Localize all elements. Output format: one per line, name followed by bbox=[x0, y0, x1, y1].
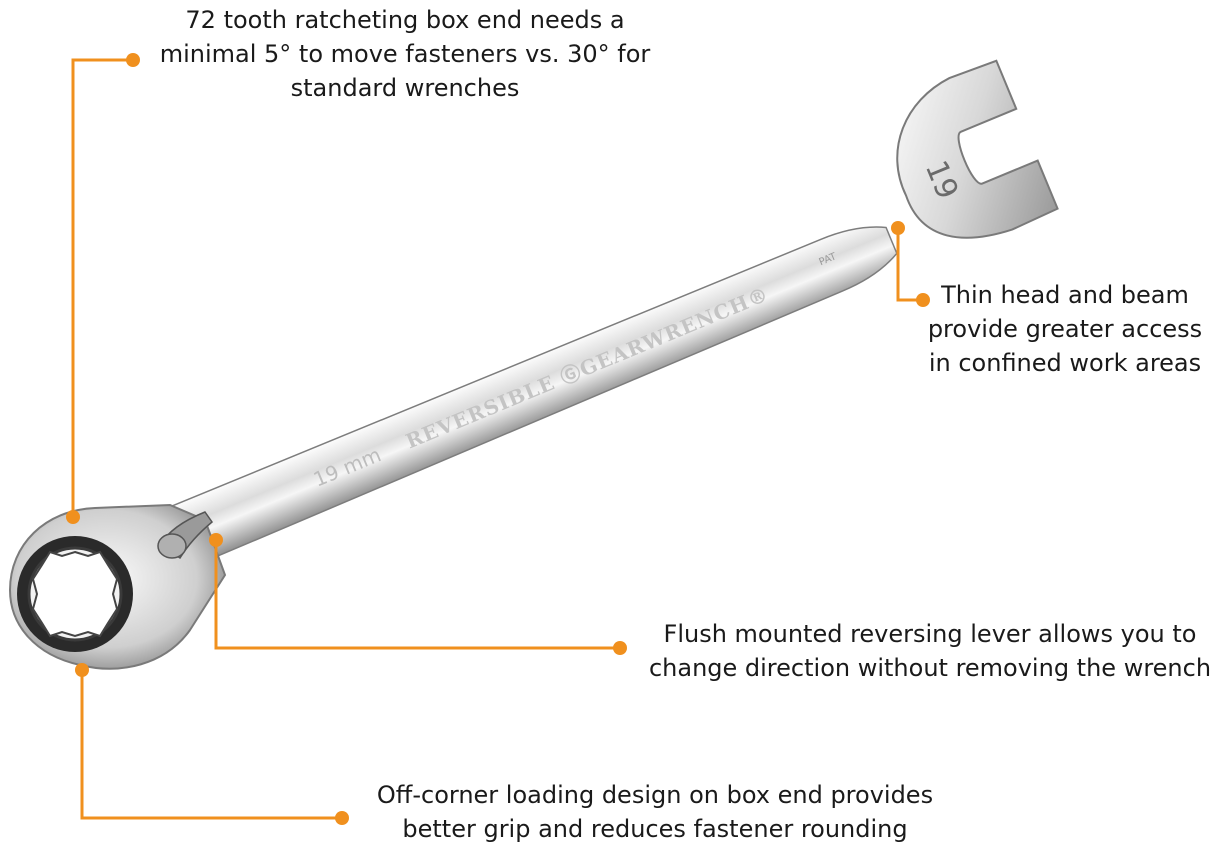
callout-line: 72 tooth ratcheting box end needs a bbox=[185, 6, 625, 34]
open-end-head: 19 bbox=[896, 59, 1059, 239]
callout-line: Flush mounted reversing lever allows you… bbox=[663, 620, 1197, 648]
leader-lever bbox=[214, 540, 620, 650]
orange-dot-icon bbox=[613, 641, 627, 655]
callout-ratcheting-box-end: 72 tooth ratcheting box end needs a mini… bbox=[140, 3, 670, 105]
orange-dot-icon bbox=[891, 221, 905, 235]
callout-line: Thin head and beam bbox=[941, 281, 1189, 309]
orange-dot-icon bbox=[66, 510, 80, 524]
callout-dots bbox=[66, 53, 930, 825]
orange-dot-icon bbox=[209, 533, 223, 547]
leader-box-end bbox=[71, 58, 133, 517]
handle-engraving: REVERSIBLE ⒼGEARWRENCH® bbox=[402, 282, 772, 454]
callout-reversing-lever: Flush mounted reversing lever allows you… bbox=[630, 617, 1214, 685]
callout-line: provide greater access bbox=[927, 315, 1203, 343]
twelve-point-opening bbox=[31, 550, 119, 638]
leader-offcorner bbox=[80, 670, 342, 820]
reversing-lever bbox=[157, 511, 214, 560]
callout-line: standard wrenches bbox=[290, 74, 520, 102]
callout-off-corner-loading: Off-corner loading design on box end pro… bbox=[350, 778, 960, 846]
callout-line: better grip and reduces fastener roundin… bbox=[402, 815, 908, 843]
callout-thin-head-beam: Thin head and beam provide greater acces… bbox=[900, 278, 1214, 380]
orange-dot-icon bbox=[75, 663, 89, 677]
orange-dot-icon bbox=[335, 811, 349, 825]
orange-dot-icon bbox=[916, 293, 930, 307]
box-end bbox=[8, 503, 227, 670]
callout-line: change direction without removing the wr… bbox=[648, 654, 1212, 682]
orange-dot-icon bbox=[126, 53, 140, 67]
callout-line: minimal 5° to move fasteners vs. 30° for bbox=[159, 40, 651, 68]
callout-line: in confined work areas bbox=[928, 349, 1202, 377]
callout-leaders bbox=[71, 58, 923, 820]
callout-line: Off-corner loading design on box end pro… bbox=[376, 781, 934, 809]
leader-head-beam bbox=[896, 228, 923, 302]
wrench-handle: REVERSIBLE ⒼGEARWRENCH® 19 mm PAT bbox=[162, 226, 898, 570]
